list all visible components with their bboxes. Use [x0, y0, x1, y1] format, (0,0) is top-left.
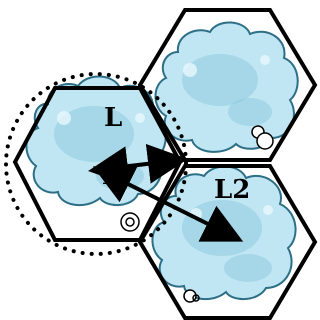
bubble-icon: [121, 213, 139, 231]
top-right-cloud: [156, 22, 298, 151]
diagonal-arrow-label: L2: [214, 175, 250, 205]
center-arrow-label: L: [102, 164, 117, 190]
bubble-icon: [257, 133, 273, 149]
center-hex-label: L: [104, 103, 122, 133]
